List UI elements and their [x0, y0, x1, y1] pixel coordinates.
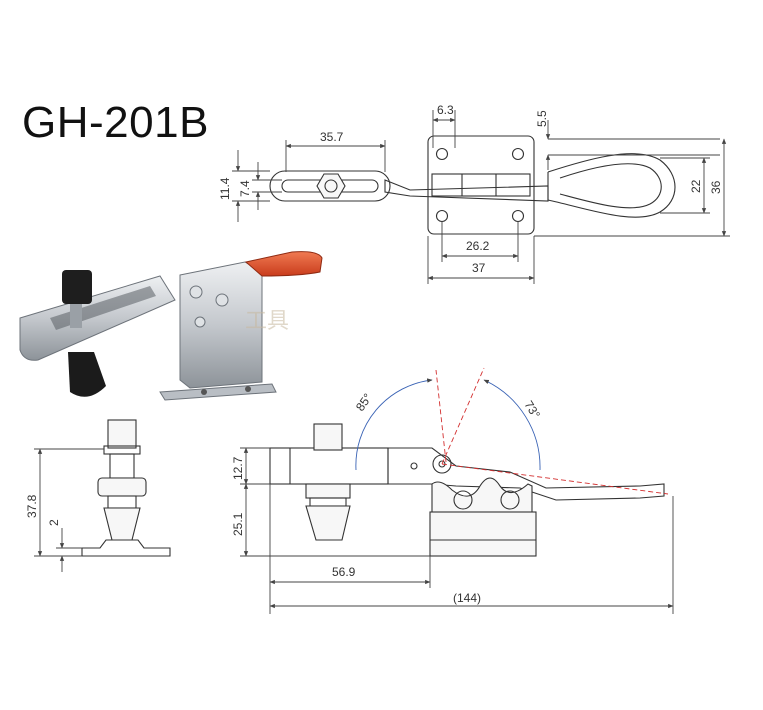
base-plate [427, 135, 535, 235]
dim-12-7: 12.7 [231, 456, 245, 480]
top-nut [107, 419, 137, 449]
pivot-block [431, 173, 531, 197]
handle-loop [547, 153, 676, 218]
end-view-base [81, 539, 171, 557]
watermark-text: 工具 [245, 308, 289, 333]
side-view: 85° 73° 12.7 25.1 56.9 (144) [231, 367, 674, 614]
dim-7-4: 7.4 [238, 180, 252, 197]
slotted-arm [269, 170, 391, 202]
pivot-pin [432, 454, 452, 474]
dim-56-9: 56.9 [332, 565, 356, 579]
end-view: 37.8 2 [25, 419, 171, 572]
mount-hole [435, 147, 449, 161]
angle-85: 85° [353, 391, 375, 414]
rubber-tip [68, 352, 106, 397]
hex-nut [316, 173, 346, 199]
spindle-knob [62, 270, 92, 304]
dim-144: (144) [453, 591, 481, 605]
arm-cross-section [97, 477, 147, 497]
mount-hole [511, 209, 525, 223]
product-photo: 工具 [19, 251, 323, 401]
dim-37-8: 37.8 [25, 494, 39, 518]
link-bar [384, 179, 549, 202]
dim-36: 36 [709, 180, 723, 194]
dim-5-5: 5.5 [535, 110, 549, 127]
end-view-tip [103, 507, 141, 541]
dim-37: 37 [472, 261, 486, 275]
product-title: GH-201B [22, 98, 209, 147]
side-spindle-tip [305, 505, 351, 541]
dim-35-7: 35.7 [320, 130, 344, 144]
side-arm [269, 447, 389, 485]
dim-25-1: 25.1 [231, 512, 245, 536]
dim-22: 22 [689, 179, 703, 193]
side-base [429, 511, 537, 557]
open-angle-line [435, 369, 447, 463]
handle-angle-line [441, 367, 485, 465]
dim-11-4: 11.4 [218, 177, 232, 200]
mount-hole [511, 147, 525, 161]
clamp-arm [19, 275, 176, 361]
angle-arc-85 [355, 378, 433, 471]
dim-26-2: 26.2 [466, 239, 490, 253]
clamp-base-flange [159, 383, 277, 401]
handle-grip [244, 251, 323, 277]
top-view: 6.3 5.5 35.7 11.4 7.4 22 36 26.2 [218, 103, 730, 284]
dim-2: 2 [47, 519, 61, 526]
side-top-nut [313, 423, 343, 451]
angle-arc-73 [483, 379, 541, 471]
mount-hole [435, 209, 449, 223]
angle-73: 73° [521, 398, 543, 421]
dim-6-3: 6.3 [437, 103, 454, 117]
side-body [431, 477, 533, 513]
side-lower-nut [305, 483, 351, 499]
